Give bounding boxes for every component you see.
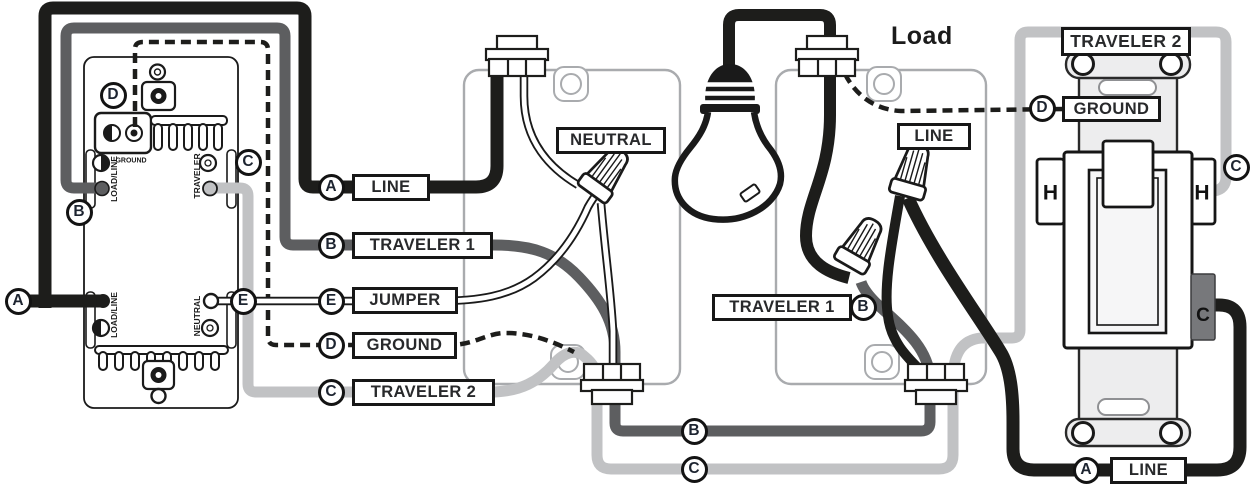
badge-d: D <box>99 81 127 109</box>
toggle-paddle <box>1101 139 1155 209</box>
wire-ground-dashed-left <box>132 39 576 355</box>
mounting-hole-icon <box>1071 421 1095 445</box>
terminal-neutral-dot <box>202 292 220 310</box>
device-loadline-bottom-label: LOAD/LINE <box>109 292 119 338</box>
device-traveler-label: TRAVELER <box>192 153 202 198</box>
label-jumper: JUMPER <box>352 287 458 314</box>
heat-fins-top <box>150 115 228 151</box>
wire-line-splice-down <box>881 195 923 373</box>
badge-b: B <box>65 198 93 226</box>
badge-d: D <box>317 331 345 359</box>
badge-b: B <box>849 293 877 321</box>
badge-c: C <box>1222 153 1250 181</box>
common-terminal <box>1190 273 1216 341</box>
wire-load-cord <box>723 9 851 284</box>
wire-neutral-supply <box>519 56 581 189</box>
mounting-hole-icon <box>1159 421 1183 445</box>
wire-neutral-down <box>596 202 618 367</box>
badge-a: A <box>317 173 345 201</box>
badge-d: D <box>1028 94 1056 122</box>
h-terminal-left-label: H <box>1043 182 1058 205</box>
screw-hole-icon <box>560 73 582 95</box>
label-traveler2-switch: TRAVELER 2 <box>1061 27 1191 56</box>
badge-b: B <box>680 417 708 445</box>
ground-terminal-block <box>93 111 153 155</box>
terminal-traveler2-dot <box>202 180 218 197</box>
h-terminal-right-label: H <box>1194 182 1209 205</box>
label-traveler2: TRAVELER 2 <box>352 379 495 406</box>
wire-traveler2 <box>210 26 1232 475</box>
terminal-line-dot <box>96 294 110 308</box>
label-traveler1: TRAVELER 1 <box>352 232 493 259</box>
badge-e: E <box>229 287 257 315</box>
terminal-traveler1-dot <box>94 180 110 197</box>
three-way-switch: H H C <box>1035 49 1217 448</box>
common-terminal-label: C <box>1196 305 1210 326</box>
wire-neutral-jumper <box>211 188 603 306</box>
label-ground: GROUND <box>352 332 457 359</box>
badge-a: A <box>4 287 32 315</box>
badge-c: C <box>317 378 345 406</box>
smart-dimmer-device: GROUND LOAD/LINE TRAVELER LOAD/LINE NEUT… <box>83 56 239 409</box>
wire-line-run <box>38 1 504 308</box>
label-neutral: NEUTRAL <box>556 127 666 154</box>
badge-c: C <box>680 455 708 483</box>
label-ground-switch: GROUND <box>1062 96 1161 122</box>
screw-hole-icon <box>873 73 895 95</box>
device-ground-label: GROUND <box>115 158 146 165</box>
device-loadline-top-label: LOAD/LINE <box>109 156 119 202</box>
label-line-loadbox: LINE <box>897 123 971 150</box>
label-line-switch: LINE <box>1110 457 1187 484</box>
badge-b: B <box>317 231 345 259</box>
label-traveler1-loadbox: TRAVELER 1 <box>712 294 852 321</box>
mounting-hole-icon <box>1159 52 1183 76</box>
wire-line-to-switch <box>902 195 1247 477</box>
screw-hole-icon <box>871 351 893 373</box>
badge-a: A <box>1072 456 1100 484</box>
cable-clamps <box>484 34 969 406</box>
wire-ground-dashed-right <box>842 72 1067 114</box>
badge-e: E <box>317 287 345 315</box>
load-caption: Load <box>891 22 953 50</box>
device-neutral-label: NEUTRAL <box>192 296 202 337</box>
wire-nut-traveler1 <box>833 217 883 276</box>
mounting-hole-icon <box>1071 52 1095 76</box>
badge-c: C <box>234 148 262 176</box>
load-bulb-icon <box>671 64 785 223</box>
label-line: LINE <box>352 174 430 201</box>
wire-traveler1 <box>60 22 936 437</box>
